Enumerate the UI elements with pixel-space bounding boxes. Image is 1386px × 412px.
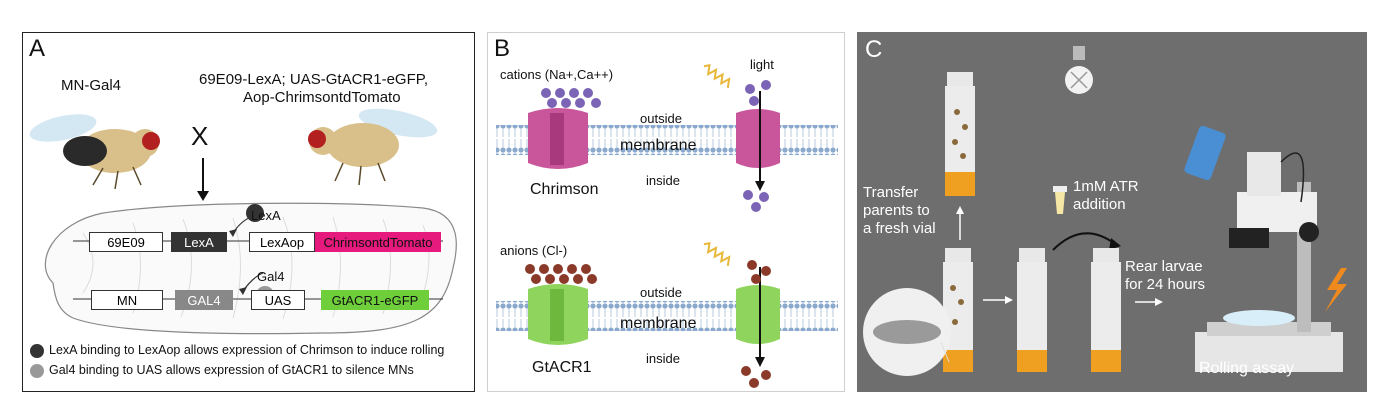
light-bottom-icon — [703, 242, 731, 267]
transfer-line2: parents to — [863, 202, 930, 219]
inside-top-label: inside — [646, 173, 680, 188]
vial-fresh-icon — [1017, 248, 1047, 372]
panel-b: B cations (Na+,Ca++) light outside membr… — [487, 32, 845, 392]
anion-group-icon — [525, 260, 771, 388]
transfer-line3: a fresh vial — [863, 220, 936, 237]
rear-line1: Rear larvae — [1125, 258, 1203, 275]
vial-atr-icon — [1091, 248, 1121, 372]
light-top-icon — [703, 64, 731, 89]
panel-a-label: A — [29, 35, 46, 62]
light-label: light — [750, 57, 774, 72]
fly-left-icon — [29, 114, 160, 190]
rear-line2: for 24 hours — [1125, 276, 1206, 293]
light-off-bulb-icon — [1065, 46, 1093, 94]
rolling-assay-label: Rolling assay — [1199, 360, 1295, 377]
panel-c: C Transfer parents to a fresh vial 1mM A… — [857, 32, 1367, 392]
uas-box: UAS — [251, 290, 305, 310]
lightning-icon — [1325, 268, 1347, 312]
outside-top-label: outside — [640, 111, 682, 126]
lexaop-box: LexAop — [249, 232, 315, 252]
right-parent-genotype-line1: 69E09-LexA; UAS-GtACR1-eGFP, — [199, 71, 428, 88]
transfer-line1: Transfer — [863, 184, 919, 201]
cation-group-icon — [541, 80, 771, 212]
inside-bottom-label: inside — [646, 351, 680, 366]
legend-lexa-text: LexA binding to LexAop allows expression… — [49, 343, 445, 357]
chrimson-closed-icon — [528, 108, 588, 169]
gtacr1-closed-icon — [528, 284, 588, 345]
gtacr1-egfp-box: GtACR1-eGFP — [321, 290, 429, 310]
membrane-bottom-label: membrane — [620, 315, 697, 332]
left-parent-genotype: MN-Gal4 — [61, 77, 122, 94]
larva-magnified-icon — [863, 288, 951, 376]
promoter-69e09-box: 69E09 — [89, 232, 163, 252]
atr-line2: addition — [1073, 196, 1126, 213]
vial-flies-icon — [943, 248, 973, 372]
fly-right-icon — [308, 108, 438, 186]
panel-a: A MN-Gal4 X 69E09-LexA; UAS-GtACR1-eGFP,… — [22, 32, 475, 392]
legend-gal4-text: Gal4 binding to UAS allows expression of… — [49, 363, 414, 377]
panel-b-label: B — [494, 35, 511, 62]
promoter-mn-box: MN — [91, 290, 163, 310]
panel-c-label: C — [865, 36, 883, 63]
panel-c-graphics — [863, 46, 1347, 376]
anions-label: anions (Cl-) — [500, 243, 568, 258]
membrane-top-label: membrane — [620, 137, 697, 154]
panel-b-graphics — [496, 64, 838, 388]
gal4-driver-box: GAL4 — [175, 290, 233, 310]
chrimson-open-icon — [736, 109, 780, 168]
chrimson-label: Chrimson — [530, 181, 599, 198]
cross-symbol: X — [191, 121, 209, 151]
cations-label: cations (Na+,Ca++) — [500, 67, 614, 82]
lexa-driver-box: LexA — [171, 232, 227, 252]
atr-line1: 1mM ATR — [1073, 178, 1139, 195]
microscope-icon — [1184, 125, 1343, 372]
legend-gal4-dot — [30, 364, 44, 378]
gtacr1-open-icon — [736, 285, 780, 344]
lexa-protein-label: LexA — [251, 208, 281, 223]
chrimson-tdtomato-box: ChrimsontdTomato — [315, 232, 441, 252]
outside-bottom-label: outside — [640, 285, 682, 300]
lexa-protein-icon — [246, 204, 264, 222]
right-parent-genotype-line2: Aop-ChrimsontdTomato — [243, 89, 401, 106]
gtacr1-label: GtACR1 — [532, 359, 592, 376]
gal4-protein-label: Gal4 — [257, 269, 285, 284]
vial-top-icon — [945, 72, 975, 196]
atr-tube-icon — [1053, 186, 1067, 214]
legend-lexa-dot — [30, 344, 44, 358]
